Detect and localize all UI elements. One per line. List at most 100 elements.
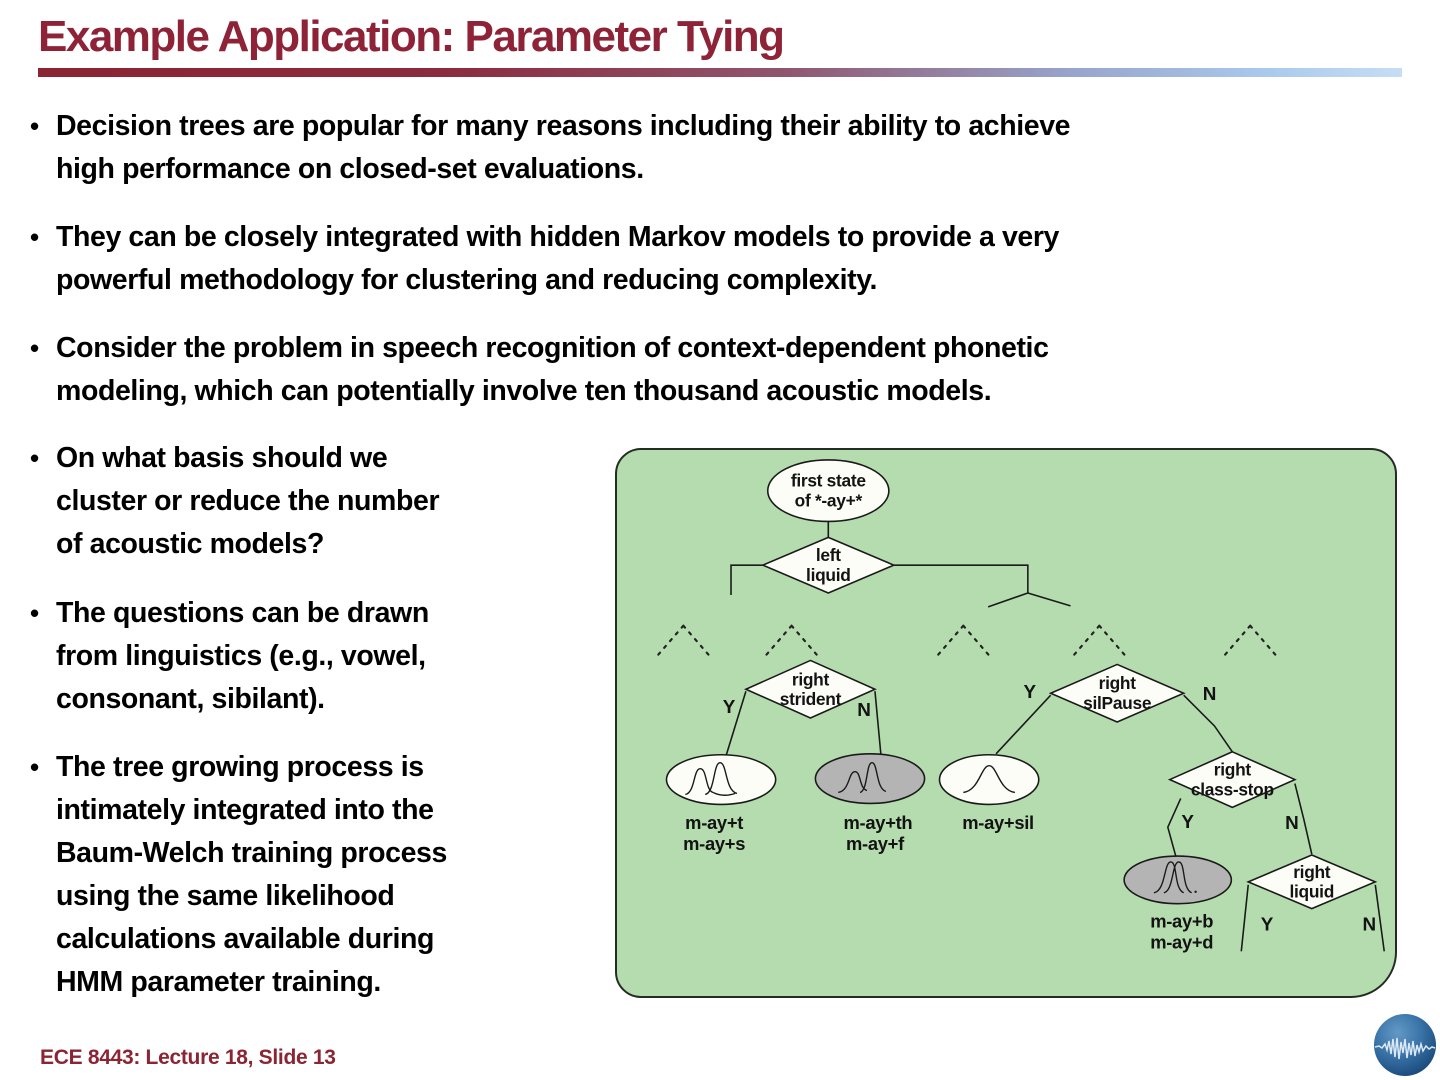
decision-node-right-strident: right strident Y N [723, 659, 877, 720]
decision-node-label: class-stop [1191, 779, 1274, 799]
leaf-label: m-ay+sil [962, 812, 1034, 833]
bullet-item: • Decision trees are popular for many re… [30, 105, 1410, 191]
leaf-node-shape [814, 752, 926, 805]
footer-text: ECE 8443: Lecture 18, Slide 13 [40, 1046, 336, 1069]
bullet-item: • The tree growing process is intimately… [30, 746, 610, 1004]
bullet-line: Baum-Welch training process [56, 837, 447, 869]
title-rule [38, 68, 1402, 77]
gaussian-curves-icon [963, 764, 1016, 794]
leaf-node-m-ay-th: m-ay+th m-ay+f [814, 752, 926, 854]
decision-node-label: right [1099, 673, 1137, 693]
leaf-node-shape [1123, 855, 1233, 905]
no-label: N [1203, 683, 1217, 704]
bullet-text: On what basis should we cluster or reduc… [56, 437, 440, 566]
branch-line [730, 564, 763, 595]
decision-node-label: liquid [1290, 882, 1335, 902]
bullet-item: • Consider the problem in speech recogni… [30, 327, 1410, 413]
branch-line [893, 564, 1029, 593]
leaf-label: m-ay+t [685, 812, 743, 833]
bullet-text: They can be closely integrated with hidd… [56, 216, 1059, 302]
branch-line [995, 694, 1052, 755]
decision-node-label: right [792, 669, 830, 689]
no-label: N [1363, 913, 1377, 934]
bullet-line: powerful methodology for clustering and … [56, 264, 878, 296]
leaf-label: m-ay+th [844, 812, 913, 833]
bullet-line: modeling, which can potentially involve … [56, 375, 992, 407]
bullet-line: using the same likelihood [56, 880, 395, 912]
gaussian-curves-icon [1153, 861, 1197, 894]
gaussian-curves-icon [685, 762, 738, 796]
subtree-placeholder-icon [936, 624, 991, 657]
waveform-line [1374, 1037, 1436, 1060]
decision-node-label: right [1214, 760, 1252, 780]
decision-node-right-class-stop: right class-stop Y N [1167, 750, 1299, 833]
subtree-placeholder-icon [1223, 624, 1278, 657]
leaf-label: m-ay+d [1150, 931, 1213, 952]
decision-node-label: right [1293, 862, 1331, 882]
bullet-item: • They can be closely integrated with hi… [30, 216, 1410, 302]
no-label: N [857, 699, 871, 720]
leaf-node-shape [938, 753, 1040, 806]
no-label: N [1285, 812, 1299, 833]
bullet-line: of acoustic models? [56, 528, 324, 560]
root-node-label: of *-ay+* [795, 491, 863, 511]
branch-line [1240, 884, 1250, 952]
decision-node-shape [1246, 854, 1378, 910]
waveform-icon [1374, 1037, 1436, 1060]
waveform-globe-logo [1374, 1014, 1436, 1076]
branch-line [1027, 592, 1071, 607]
gaussian-curves-icon [838, 762, 887, 794]
bullet-item: • The questions can be drawn from lingui… [30, 592, 610, 721]
decision-node-label: silPause [1083, 693, 1152, 713]
subtree-placeholder-icon [764, 624, 819, 657]
leaf-label: m-ay+b [1150, 911, 1213, 932]
bullet-line: Decision trees are popular for many reas… [56, 110, 1071, 142]
decision-node-label: left [816, 545, 841, 565]
bullet-dot: • [30, 111, 39, 141]
yes-label: Y [1181, 811, 1194, 832]
bullet-dot: • [30, 333, 39, 363]
bullet-line: intimately integrated into the [56, 794, 434, 826]
decision-node-label: liquid [806, 565, 851, 585]
bullet-item: • On what basis should we cluster or red… [30, 437, 610, 566]
bullet-line: cluster or reduce the number [56, 485, 440, 517]
subtree-placeholder-icon [1072, 624, 1127, 657]
bullet-line: consonant, sibilant). [56, 683, 325, 715]
yes-label: Y [1024, 681, 1037, 702]
decision-tree-svg: first state of *-ay+* left liquid right … [656, 459, 1386, 952]
branch-line [725, 690, 747, 756]
decision-tree-panel: first state of *-ay+* left liquid right … [615, 448, 1397, 998]
bullet-text: Decision trees are popular for many reas… [56, 105, 1071, 191]
subtree-placeholders [656, 624, 1278, 657]
branch-line [1183, 694, 1233, 753]
bullet-line: calculations available during [56, 923, 435, 955]
bullet-line: Consider the problem in speech recogniti… [56, 332, 1049, 364]
leaf-node-shape [665, 753, 777, 806]
decision-node-shape [743, 659, 877, 719]
root-node: first state of *-ay+* [766, 459, 890, 523]
decision-node-shape [760, 536, 896, 594]
yes-label: Y [723, 696, 736, 717]
bullet-dot: • [30, 443, 39, 473]
decision-node-right-silpause: right silPause Y N [1024, 663, 1217, 723]
branch-lines [725, 521, 1386, 952]
branch-line [874, 691, 882, 755]
bullet-dot: • [30, 222, 39, 252]
decision-node-shape [1167, 750, 1297, 809]
bullet-text: Consider the problem in speech recogniti… [56, 327, 1049, 413]
leaf-node-m-ay-sil: m-ay+sil [938, 753, 1040, 833]
leaf-label: m-ay+s [683, 833, 745, 854]
leaf-node-m-ay-b: m-ay+b m-ay+d [1123, 855, 1233, 952]
branch-line [1374, 884, 1386, 952]
bullet-line: from linguistics (e.g., vowel, [56, 640, 426, 672]
branch-line [987, 592, 1029, 608]
bullet-dot: • [30, 752, 39, 782]
subtree-placeholder-icon [656, 624, 711, 657]
bullet-line: On what basis should we [56, 442, 388, 474]
bullet-dot: • [30, 598, 39, 628]
leaf-node-m-ay-t: m-ay+t m-ay+s [665, 753, 777, 854]
branch-line [1294, 783, 1313, 855]
bullet-line: The questions can be drawn [56, 597, 429, 629]
page-title: Example Application: Parameter Tying [38, 12, 785, 61]
bullet-text: The tree growing process is intimately i… [56, 746, 447, 1004]
